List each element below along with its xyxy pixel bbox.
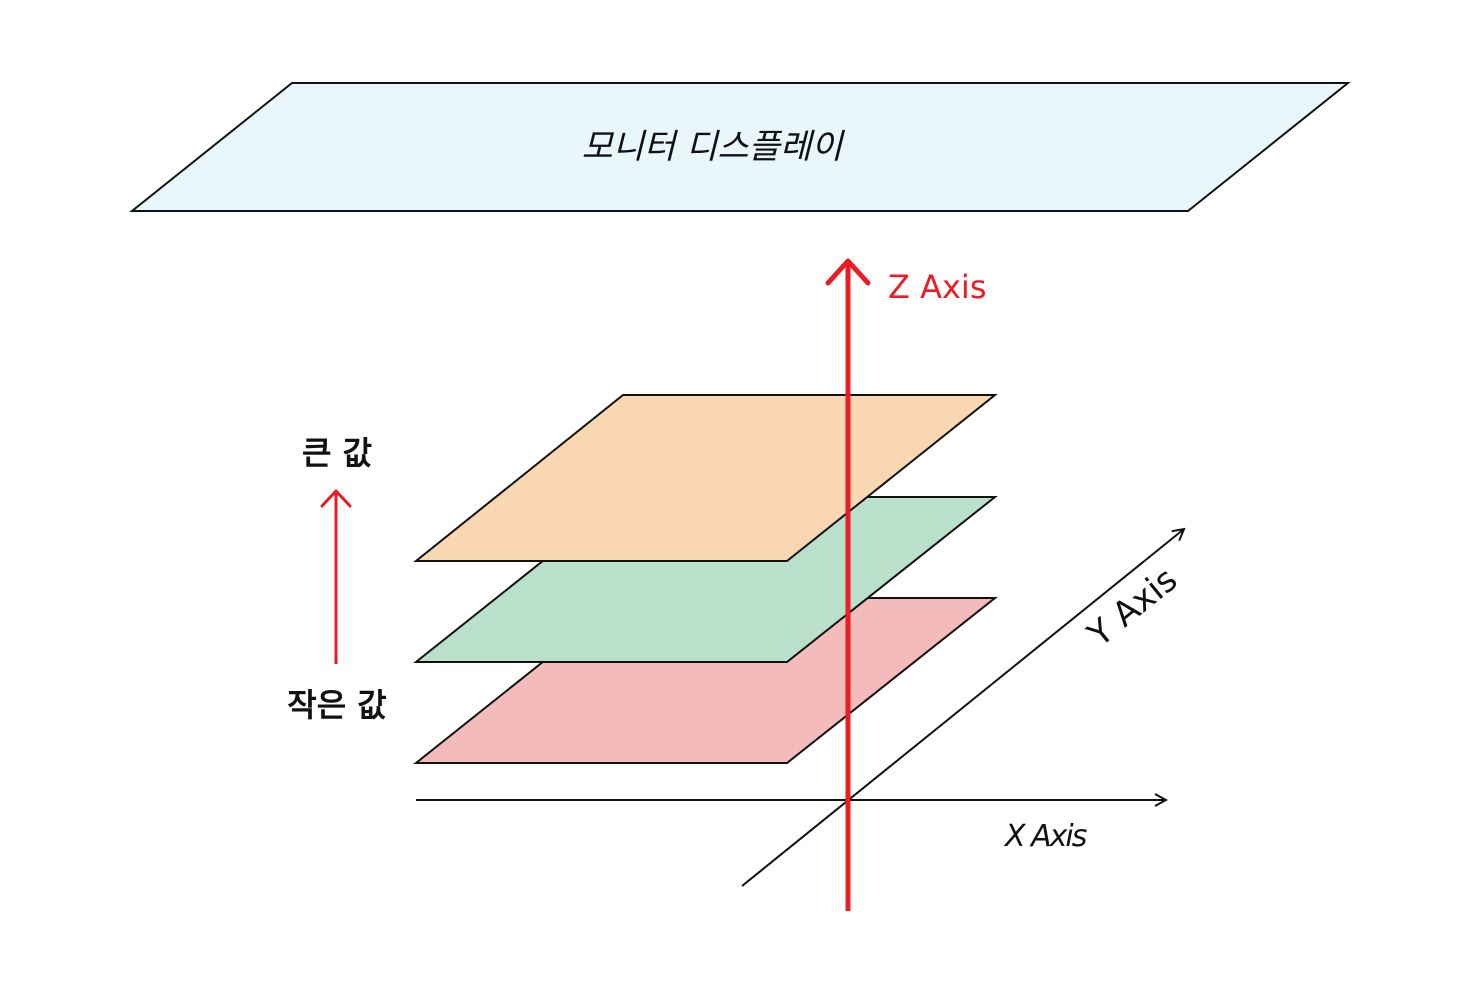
y-axis-label: Y Axis bbox=[1080, 560, 1185, 656]
large-value-label: 큰 값 bbox=[302, 434, 372, 472]
monitor-display-plane bbox=[129, 82, 1351, 212]
x-axis-label: X Axis bbox=[1003, 819, 1087, 854]
small-value-label: 작은 값 bbox=[287, 686, 386, 724]
monitor-display-label: 모니터 디스플레이 bbox=[581, 127, 845, 167]
y-axis-line bbox=[741, 529, 1184, 887]
value-indicator-arrowhead bbox=[320, 489, 352, 508]
z-axis-label: Z Axis bbox=[888, 268, 986, 306]
z-axis-arrowhead bbox=[825, 258, 871, 286]
